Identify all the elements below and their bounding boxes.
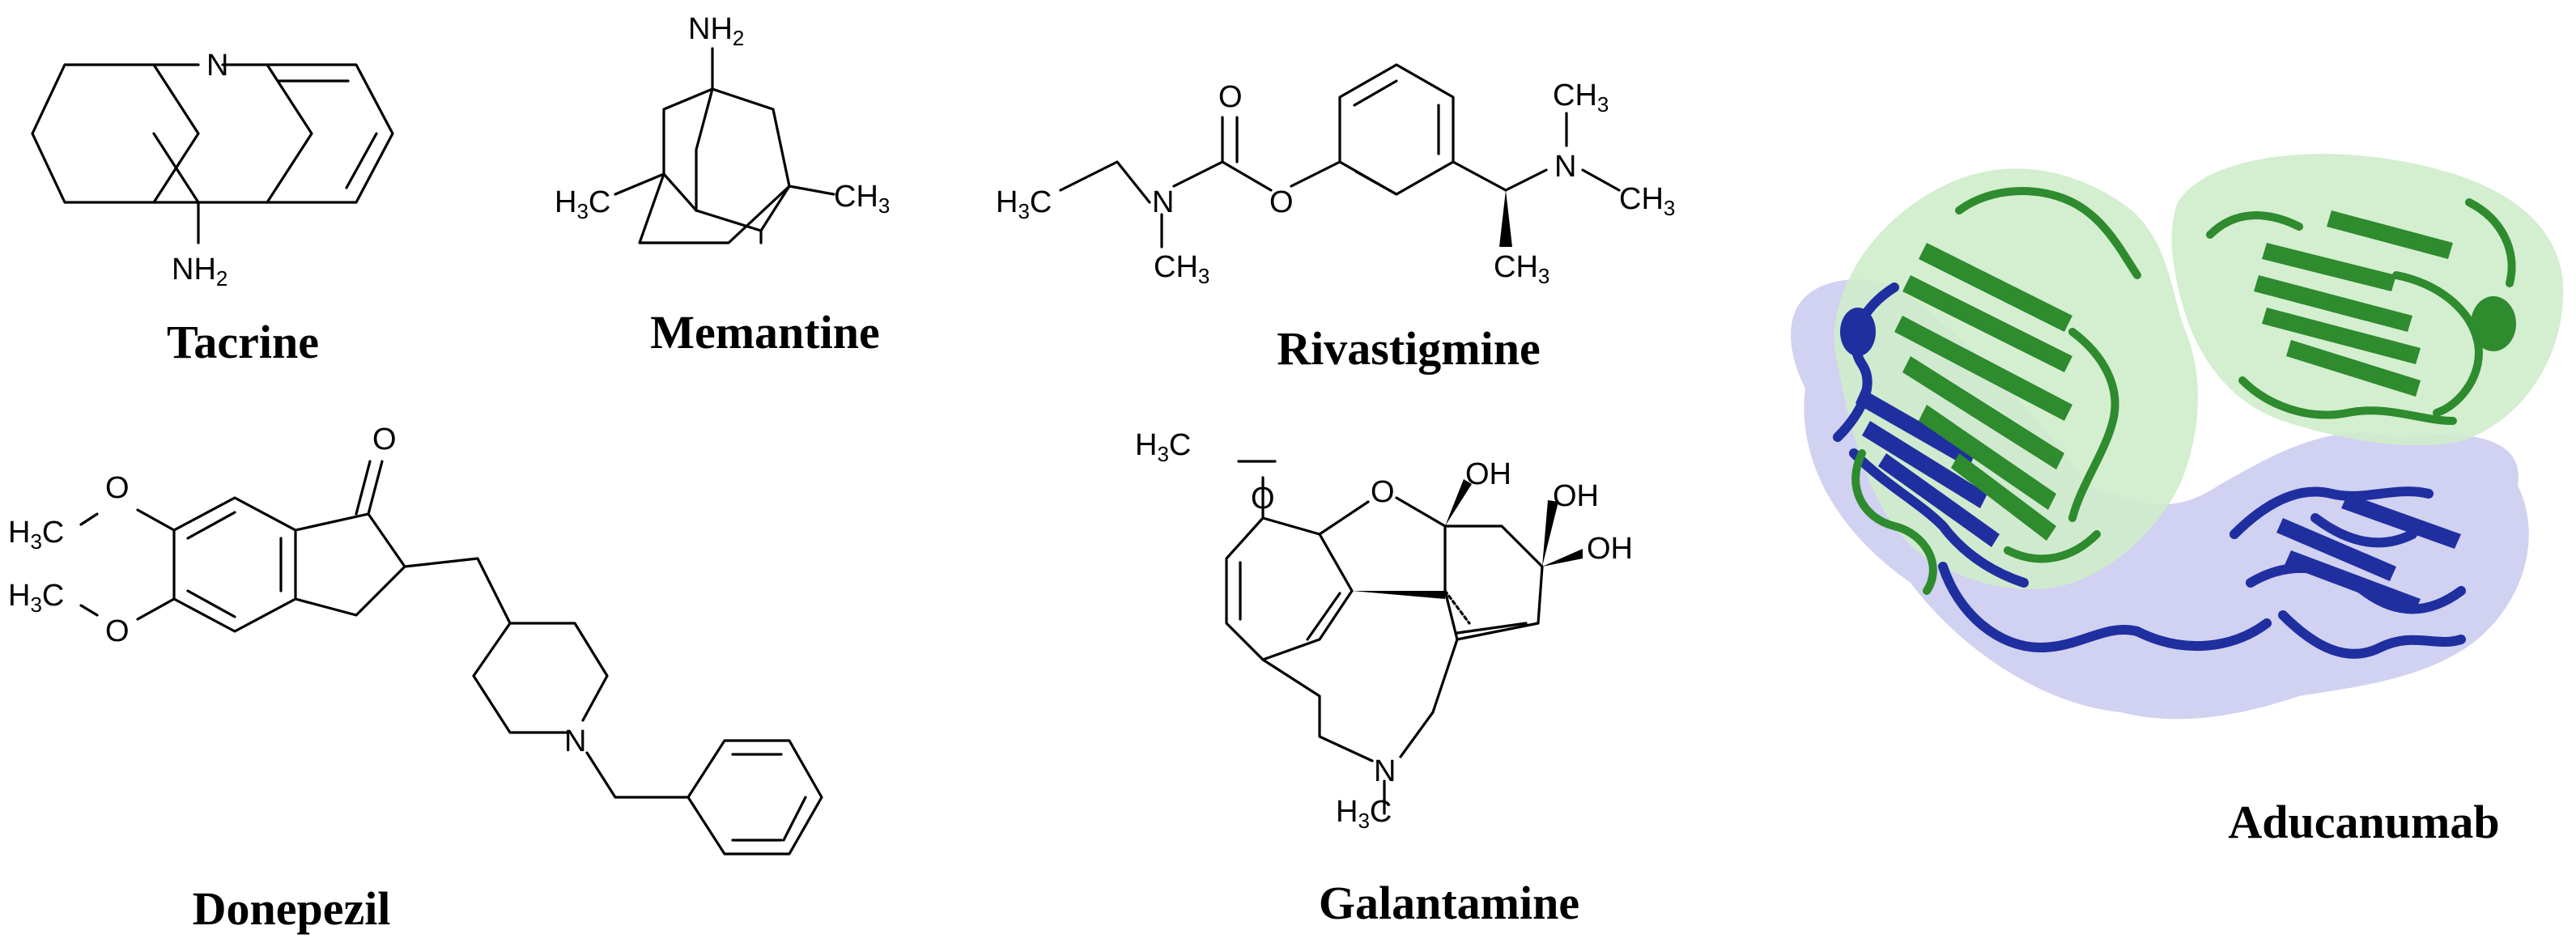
tacrine-nh2-label: NH [172,253,216,287]
svg-text:CH3: CH3 [1494,250,1549,288]
tacrine-label: Tacrine [167,316,319,368]
rivastigmine-carbonyl-o: O [1218,80,1243,114]
galantamine-structure: O O OH OH OH N H3C H3C [1135,428,1633,833]
donepezil-label: Donepezil [193,882,391,935]
galantamine-label: Galantamine [1319,877,1579,929]
tacrine-n-atom: N [206,49,228,83]
light-chain-sheets [1855,389,2461,614]
light-chain-helix [1840,308,1876,356]
svg-text:CH3: CH3 [834,180,890,218]
donepezil-o1: O [105,471,130,505]
svg-text:H3C: H3C [1135,428,1191,466]
rivastigmine-amide-ch3: CH [1154,250,1198,284]
rivastigmine-amide-n: N [1152,185,1174,219]
rivastigmine-label: Rivastigmine [1277,322,1540,375]
svg-text:CH3: CH3 [1553,79,1609,117]
svg-text:CH3: CH3 [1154,250,1209,288]
galantamine-methoxy-o: O [1251,482,1275,516]
rivastigmine-structure: O O N N H3C CH3 CH3 CH3 CH3 [996,63,1675,288]
rivastigmine-amine-n: N [1554,150,1576,184]
heavy-chain-sheets [1894,210,2453,541]
rivastigmine-ester-o: O [1269,185,1294,219]
memantine-ch3-label: CH [834,180,878,214]
galantamine-ring-o: O [1371,475,1395,509]
galantamine-oh-1: OH [1465,457,1511,491]
memantine-nh2-label: NH [688,12,733,46]
galantamine-oh-3: OH [1587,532,1633,566]
galantamine-oh-2: OH [1553,479,1599,513]
rivastigmine-nme-right: CH [1619,182,1664,216]
galantamine-n: N [1374,754,1396,788]
rivastigmine-alpha-ch3: CH [1494,250,1538,284]
tacrine-structure: N NH2 [31,49,394,291]
donepezil-ketone-o: O [372,423,397,457]
heavy-chain-surface-right [2171,154,2564,446]
aducanumab-label: Aducanumab [2228,796,2499,848]
svg-text:H3C: H3C [8,516,64,554]
rivastigmine-nme-top: CH [1553,79,1597,113]
donepezil-n: N [564,724,586,758]
svg-text:H3C: H3C [996,185,1052,223]
svg-text:NH2: NH2 [172,253,227,291]
memantine-h3c-label: H [555,185,576,219]
heavy-chain-helix [2471,296,2516,351]
svg-text:H3C: H3C [555,185,610,223]
svg-text:CH3: CH3 [1619,182,1675,220]
donepezil-structure: O O O N H3C H3C [8,423,823,856]
svg-text:H3C: H3C [8,579,64,617]
donepezil-h3c-bottom: H [8,579,30,613]
svg-text:H3C: H3C [1336,795,1392,833]
svg-text:NH2: NH2 [688,12,744,50]
galantamine-h3c-bottom: H [1336,795,1358,829]
rivastigmine-h3c-label: H [996,185,1018,219]
galantamine-h3c-top: H [1135,428,1157,462]
memantine-structure: NH2 H3C CH3 [555,12,890,244]
aducanumab-structure [1791,154,2564,720]
donepezil-o2: O [105,614,130,648]
donepezil-h3c-top: H [8,516,30,550]
memantine-label: Memantine [650,306,880,359]
light-chain-ribbons [1833,282,2466,659]
